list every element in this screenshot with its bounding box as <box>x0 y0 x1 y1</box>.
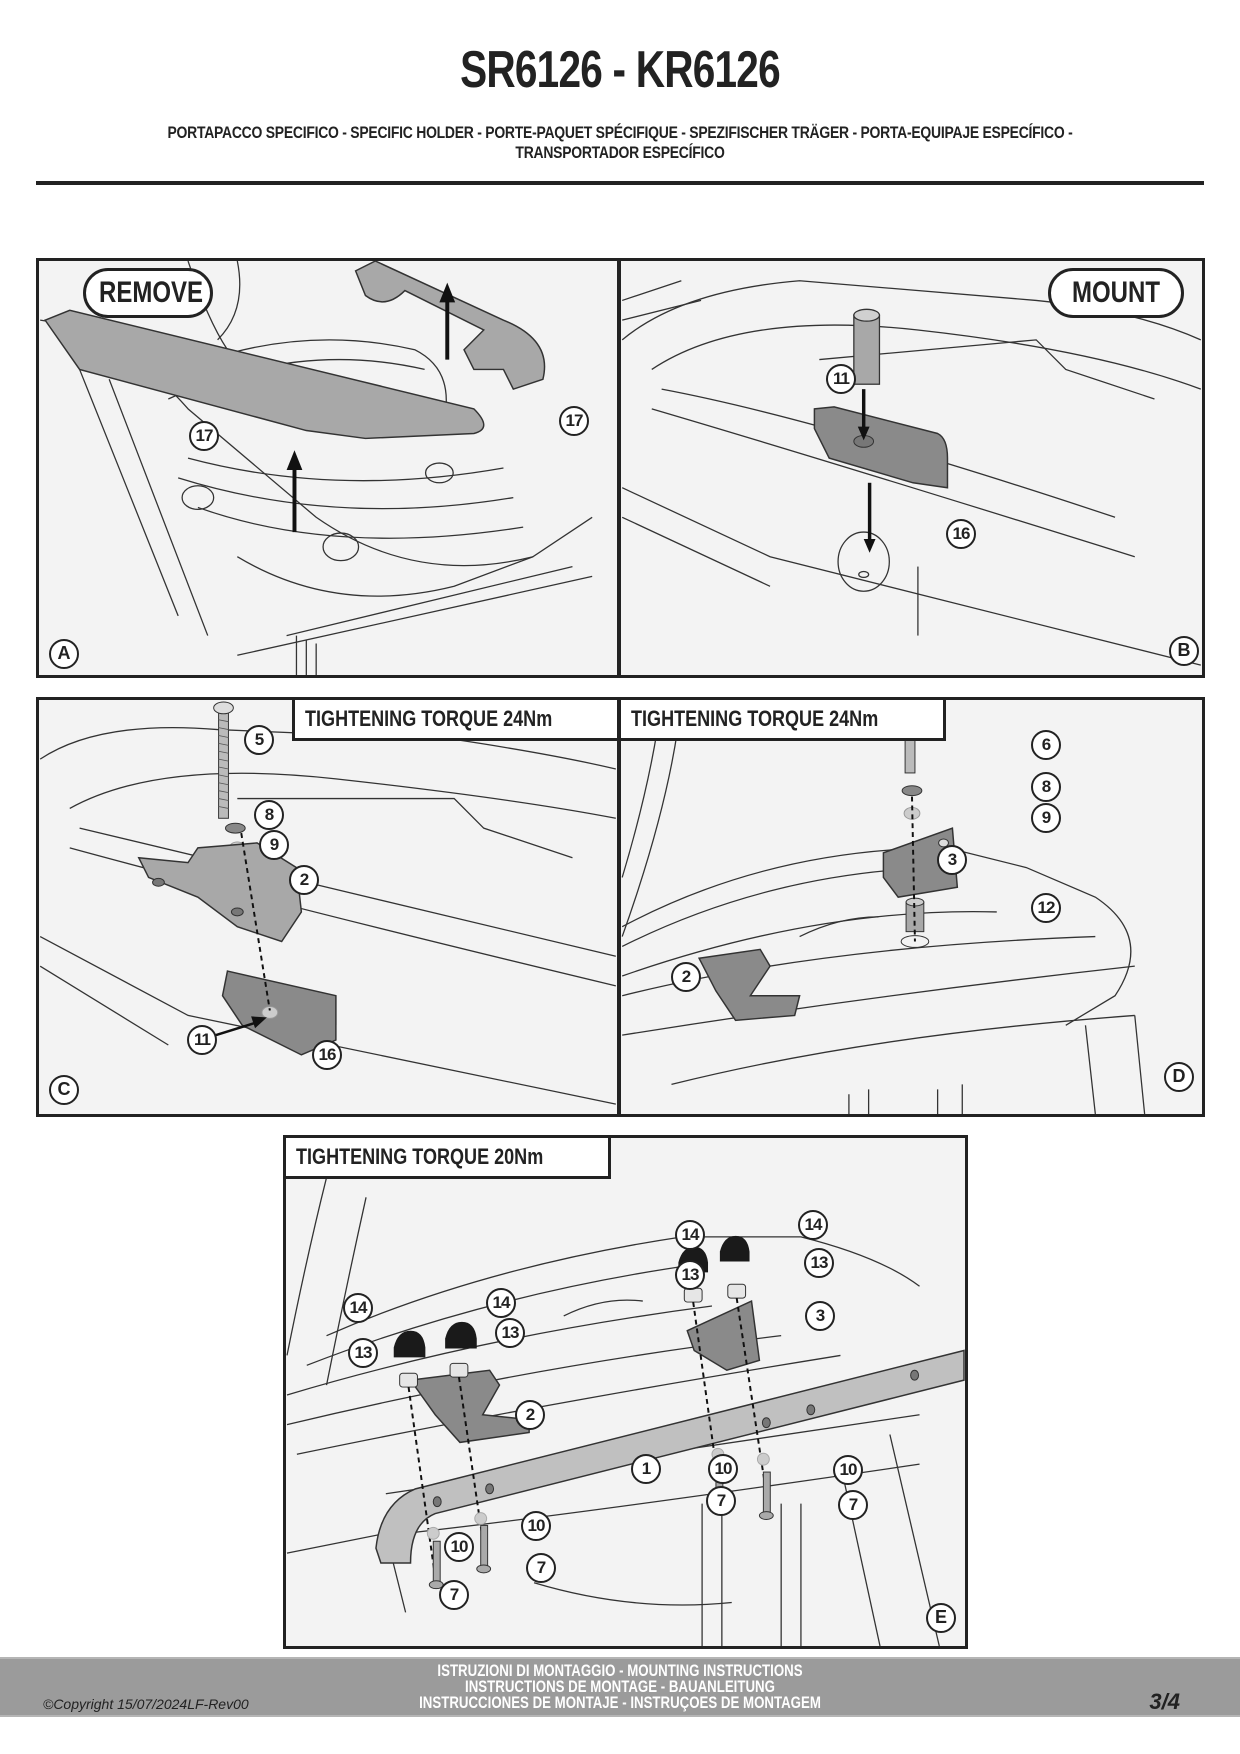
callout-10: 10 <box>521 1511 551 1541</box>
callout-14: 14 <box>798 1210 828 1240</box>
callout-7: 7 <box>838 1490 868 1520</box>
callout-14: 14 <box>675 1220 705 1250</box>
scooter-seat-illustration-b <box>621 280 1202 666</box>
instructions-line: ISTRUZIONI DI MONTAGGIO - MOUNTING INSTR… <box>437 1661 803 1680</box>
callout-16: 16 <box>312 1040 342 1070</box>
callout-10: 10 <box>444 1532 474 1562</box>
callout-3: 3 <box>937 845 967 875</box>
step-label-d: D <box>1164 1062 1194 1092</box>
callout-5: 5 <box>244 725 274 755</box>
instructions-line: INSTRUCCIONES DE MONTAJE - INSTRUÇOES DE… <box>419 1693 821 1712</box>
callout-17: 17 <box>559 406 589 436</box>
bracket-16 <box>813 406 949 489</box>
torque-label-e: TIGHTENING TORQUE 20Nm <box>286 1138 611 1179</box>
callout-6: 6 <box>1031 730 1061 760</box>
callout-2: 2 <box>515 1400 545 1430</box>
washer-8 <box>901 785 923 797</box>
callout-9: 9 <box>1031 803 1061 833</box>
spacer-12 <box>905 897 925 933</box>
rear-grab-rail-right <box>354 261 546 391</box>
header-divider <box>36 181 1204 185</box>
callout-7: 7 <box>526 1553 556 1583</box>
panel-c-install-bracket: TIGHTENING TORQUE 24Nm 5 8 9 2 11 16 C <box>36 697 620 1117</box>
callout-3: 3 <box>805 1301 835 1331</box>
callout-14: 14 <box>343 1293 373 1323</box>
nut-13 <box>399 1283 747 1388</box>
panel-e-install-rack: TIGHTENING TORQUE 20Nm 14 14 14 14 13 13… <box>283 1135 968 1649</box>
callout-10: 10 <box>833 1455 863 1485</box>
callout-10: 10 <box>708 1454 738 1484</box>
document-title: SR6126 - KR6126 <box>460 41 781 99</box>
callout-9: 9 <box>259 830 289 860</box>
bolt-5 <box>213 701 234 819</box>
callout-13: 13 <box>348 1338 378 1368</box>
callout-16: 16 <box>946 519 976 549</box>
bracket-2 <box>409 1369 530 1444</box>
scooter-seat-illustration-a <box>40 261 593 675</box>
callout-8: 8 <box>254 800 284 830</box>
step-label-a: A <box>49 639 79 669</box>
remove-label: REMOVE <box>83 268 213 318</box>
callout-2: 2 <box>289 865 319 895</box>
torque-label-c: TIGHTENING TORQUE 24Nm <box>292 700 617 741</box>
bracket-2 <box>697 948 801 1022</box>
bracket-3 <box>882 827 959 898</box>
footer-band: ©Copyright 15/07/2024LF-Rev00 ISTRUZIONI… <box>0 1657 1240 1717</box>
callout-13: 13 <box>804 1248 834 1278</box>
bracket-16 <box>221 970 337 1056</box>
callout-12: 12 <box>1031 893 1061 923</box>
scooter-seat-illustration-d <box>621 700 1146 1114</box>
callout-17: 17 <box>189 421 219 451</box>
mount-label: MOUNT <box>1048 268 1184 318</box>
callout-1: 1 <box>631 1454 661 1484</box>
instructions-line: INSTRUCTIONS DE MONTAGE - BAUANLEITUNG <box>465 1677 775 1696</box>
panel-d-install-bracket: TIGHTENING TORQUE 24Nm 6 8 9 3 12 2 D <box>618 697 1205 1117</box>
bracket-2 <box>137 842 303 943</box>
callout-7: 7 <box>706 1486 736 1516</box>
step-label-c: C <box>49 1075 79 1105</box>
callout-8: 8 <box>1031 772 1061 802</box>
callout-2: 2 <box>671 962 701 992</box>
step-label-e: E <box>926 1603 956 1633</box>
scooter-rack-illustration-e <box>286 1177 965 1646</box>
callout-11: 11 <box>187 1025 217 1055</box>
torque-label-d: TIGHTENING TORQUE 24Nm <box>621 700 946 741</box>
instructions-title: ISTRUZIONI DI MONTAGGIO - MOUNTING INSTR… <box>0 1661 1240 1712</box>
washer-8 <box>224 822 246 834</box>
panel-a-remove: REMOVE 17 17 A <box>36 258 620 678</box>
spacer-11 <box>853 308 881 385</box>
step-label-b: B <box>1169 636 1199 666</box>
scooter-seat-illustration-c <box>39 701 616 1105</box>
copyright-text: ©Copyright 15/07/2024LF-Rev00 <box>43 1696 249 1712</box>
panel-b-mount: MOUNT 11 16 B <box>618 258 1205 678</box>
rack-crossbar-1 <box>375 1349 965 1564</box>
callout-11: 11 <box>826 364 856 394</box>
callout-13: 13 <box>675 1260 705 1290</box>
callout-7: 7 <box>439 1580 469 1610</box>
page-number: 3/4 <box>1149 1689 1180 1714</box>
document-subtitle: PORTAPACCO SPECIFICO - SPECIFIC HOLDER -… <box>167 123 1073 162</box>
callout-14: 14 <box>486 1288 516 1318</box>
bracket-3 <box>686 1299 761 1372</box>
rear-grab-rail-left <box>43 309 485 440</box>
callout-13: 13 <box>495 1318 525 1348</box>
